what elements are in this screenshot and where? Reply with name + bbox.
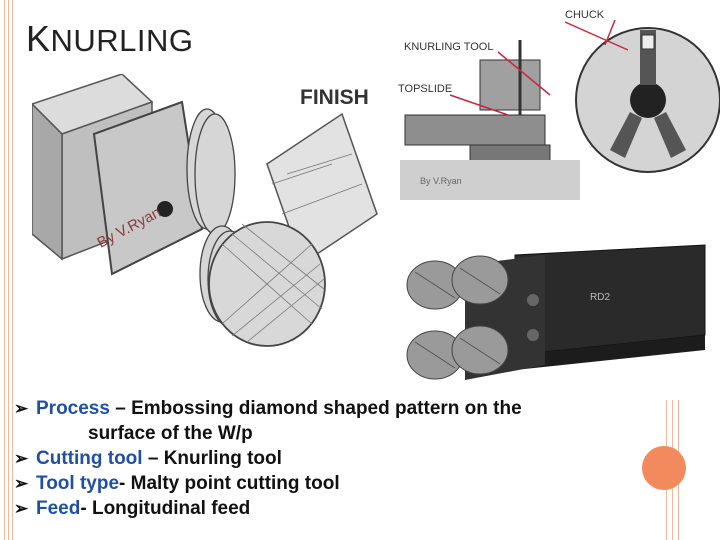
bullet-text: – Knurling tool	[142, 448, 282, 469]
slide-title: KNURLING	[26, 18, 194, 60]
lathe-diagram: CHUCK KNURLING TOOL TOPSLIDE By V.Ryan	[398, 9, 720, 200]
bullet-key: Feed	[36, 498, 81, 519]
bullet-text: - Malty point cutting tool	[119, 473, 340, 494]
tool-mark: RD2	[590, 292, 610, 303]
bullet-process-continuation: surface of the W/p	[88, 423, 253, 444]
left-decorative-lines	[0, 0, 16, 540]
lathe-credit: By V.Ryan	[420, 176, 462, 186]
title-first-letter: K	[26, 18, 51, 59]
bullet-arrow-icon: ➢	[14, 399, 29, 418]
chuck-label: CHUCK	[565, 9, 605, 21]
bullet-arrow-icon: ➢	[14, 499, 29, 518]
title-rest: NURLING	[50, 23, 194, 58]
bullet-key: Tool type	[36, 473, 120, 494]
finish-label: FINISH	[300, 86, 369, 109]
bullet-text: - Longitudinal feed	[80, 498, 251, 519]
bullet-tool-type: ➢ Tool type- Malty point cutting tool	[14, 471, 704, 496]
bullet-feed: ➢ Feed- Longitudinal feed	[14, 496, 704, 521]
bullet-key: Process	[36, 398, 110, 419]
decorative-circle	[642, 446, 686, 490]
bullet-cutting-tool: ➢ Cutting tool – Knurling tool	[14, 446, 704, 471]
knurling-tool-label: KNURLING TOOL	[404, 41, 493, 53]
bullet-key: Cutting tool	[36, 448, 143, 469]
bullet-process: ➢ Process – Embossing diamond shaped pat…	[14, 396, 704, 421]
bullet-list: ➢ Process – Embossing diamond shaped pat…	[14, 396, 704, 521]
knurling-tool-photo: RD2	[406, 244, 706, 380]
bullet-text: – Embossing diamond shaped pattern on th…	[109, 398, 522, 419]
bullet-arrow-icon: ➢	[14, 474, 29, 493]
topslide-label: TOPSLIDE	[398, 83, 452, 95]
bullet-arrow-icon: ➢	[14, 449, 29, 468]
knurling-illustration: FINISH By V.Ryan	[32, 74, 378, 347]
